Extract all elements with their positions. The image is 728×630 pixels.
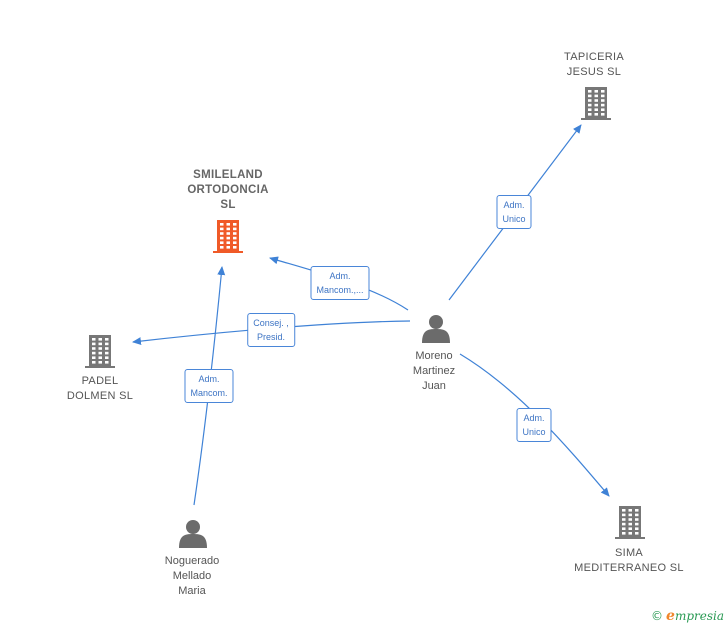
edge-label-moreno-to-smileland[interactable]: Adm. Mancom.,... <box>310 266 370 300</box>
edge-label-line: Adm. <box>523 413 545 423</box>
node-label-line: Martinez <box>412 365 456 377</box>
node-label-line: Juan <box>422 380 446 392</box>
edge-label-noguerado-to-smileland[interactable]: Adm. Mancom. <box>184 369 234 403</box>
edge-label-moreno-to-sima[interactable]: Adm. Unico <box>516 408 552 442</box>
node-label-line: SL <box>220 199 236 211</box>
node-label-line: JESUS SL <box>566 66 622 78</box>
edge-label-line: Adm. <box>198 374 220 384</box>
building-icon[interactable] <box>85 335 115 368</box>
person-icon[interactable] <box>179 520 207 548</box>
node-label-line: Noguerado <box>164 555 220 567</box>
building-icon[interactable] <box>581 87 611 120</box>
node-label-line: Mellado <box>172 570 212 582</box>
copyright-icon: © <box>651 609 664 623</box>
node-label-tapiceria[interactable]: TAPICERIA JESUS SL <box>564 50 624 80</box>
node-label-line: Maria <box>178 585 206 597</box>
person-icon[interactable] <box>422 315 450 343</box>
node-label-smileland[interactable]: SMILELAND ORTODONCIA SL <box>187 168 268 213</box>
node-label-line: Moreno <box>415 350 453 362</box>
brand-logo: ©empresia <box>651 608 724 624</box>
node-label-line: SMILELAND <box>193 169 263 181</box>
node-label-sima[interactable]: SIMA MEDITERRANEO SL <box>574 546 684 576</box>
edge-label-line: Unico <box>522 427 546 437</box>
edge-label-moreno-to-tapiceria[interactable]: Adm. Unico <box>496 195 532 229</box>
edge-label-line: Mancom. <box>190 388 228 398</box>
node-label-line: TAPICERIA <box>564 51 624 63</box>
edge-label-line: Adm. <box>329 271 351 281</box>
node-label-line: PADEL <box>81 375 119 387</box>
building-icon[interactable] <box>615 506 645 539</box>
edge-label-line: Consej. , <box>253 318 289 328</box>
edge-label-moreno-to-padel[interactable]: Consej. , Presid. <box>247 313 295 347</box>
node-label-line: MEDITERRANEO SL <box>574 562 684 574</box>
node-label-line: ORTODONCIA <box>187 184 269 196</box>
building-icon[interactable] <box>213 220 243 253</box>
edge-label-line: Adm. <box>503 200 525 210</box>
node-label-padel[interactable]: PADEL DOLMEN SL <box>67 374 133 404</box>
edge-label-line: Mancom.,... <box>316 285 364 295</box>
node-label-line: SIMA <box>614 547 644 559</box>
node-label-line: DOLMEN SL <box>66 390 134 402</box>
edge-label-line: Presid. <box>256 332 285 342</box>
edge-label-line: Unico <box>502 214 526 224</box>
